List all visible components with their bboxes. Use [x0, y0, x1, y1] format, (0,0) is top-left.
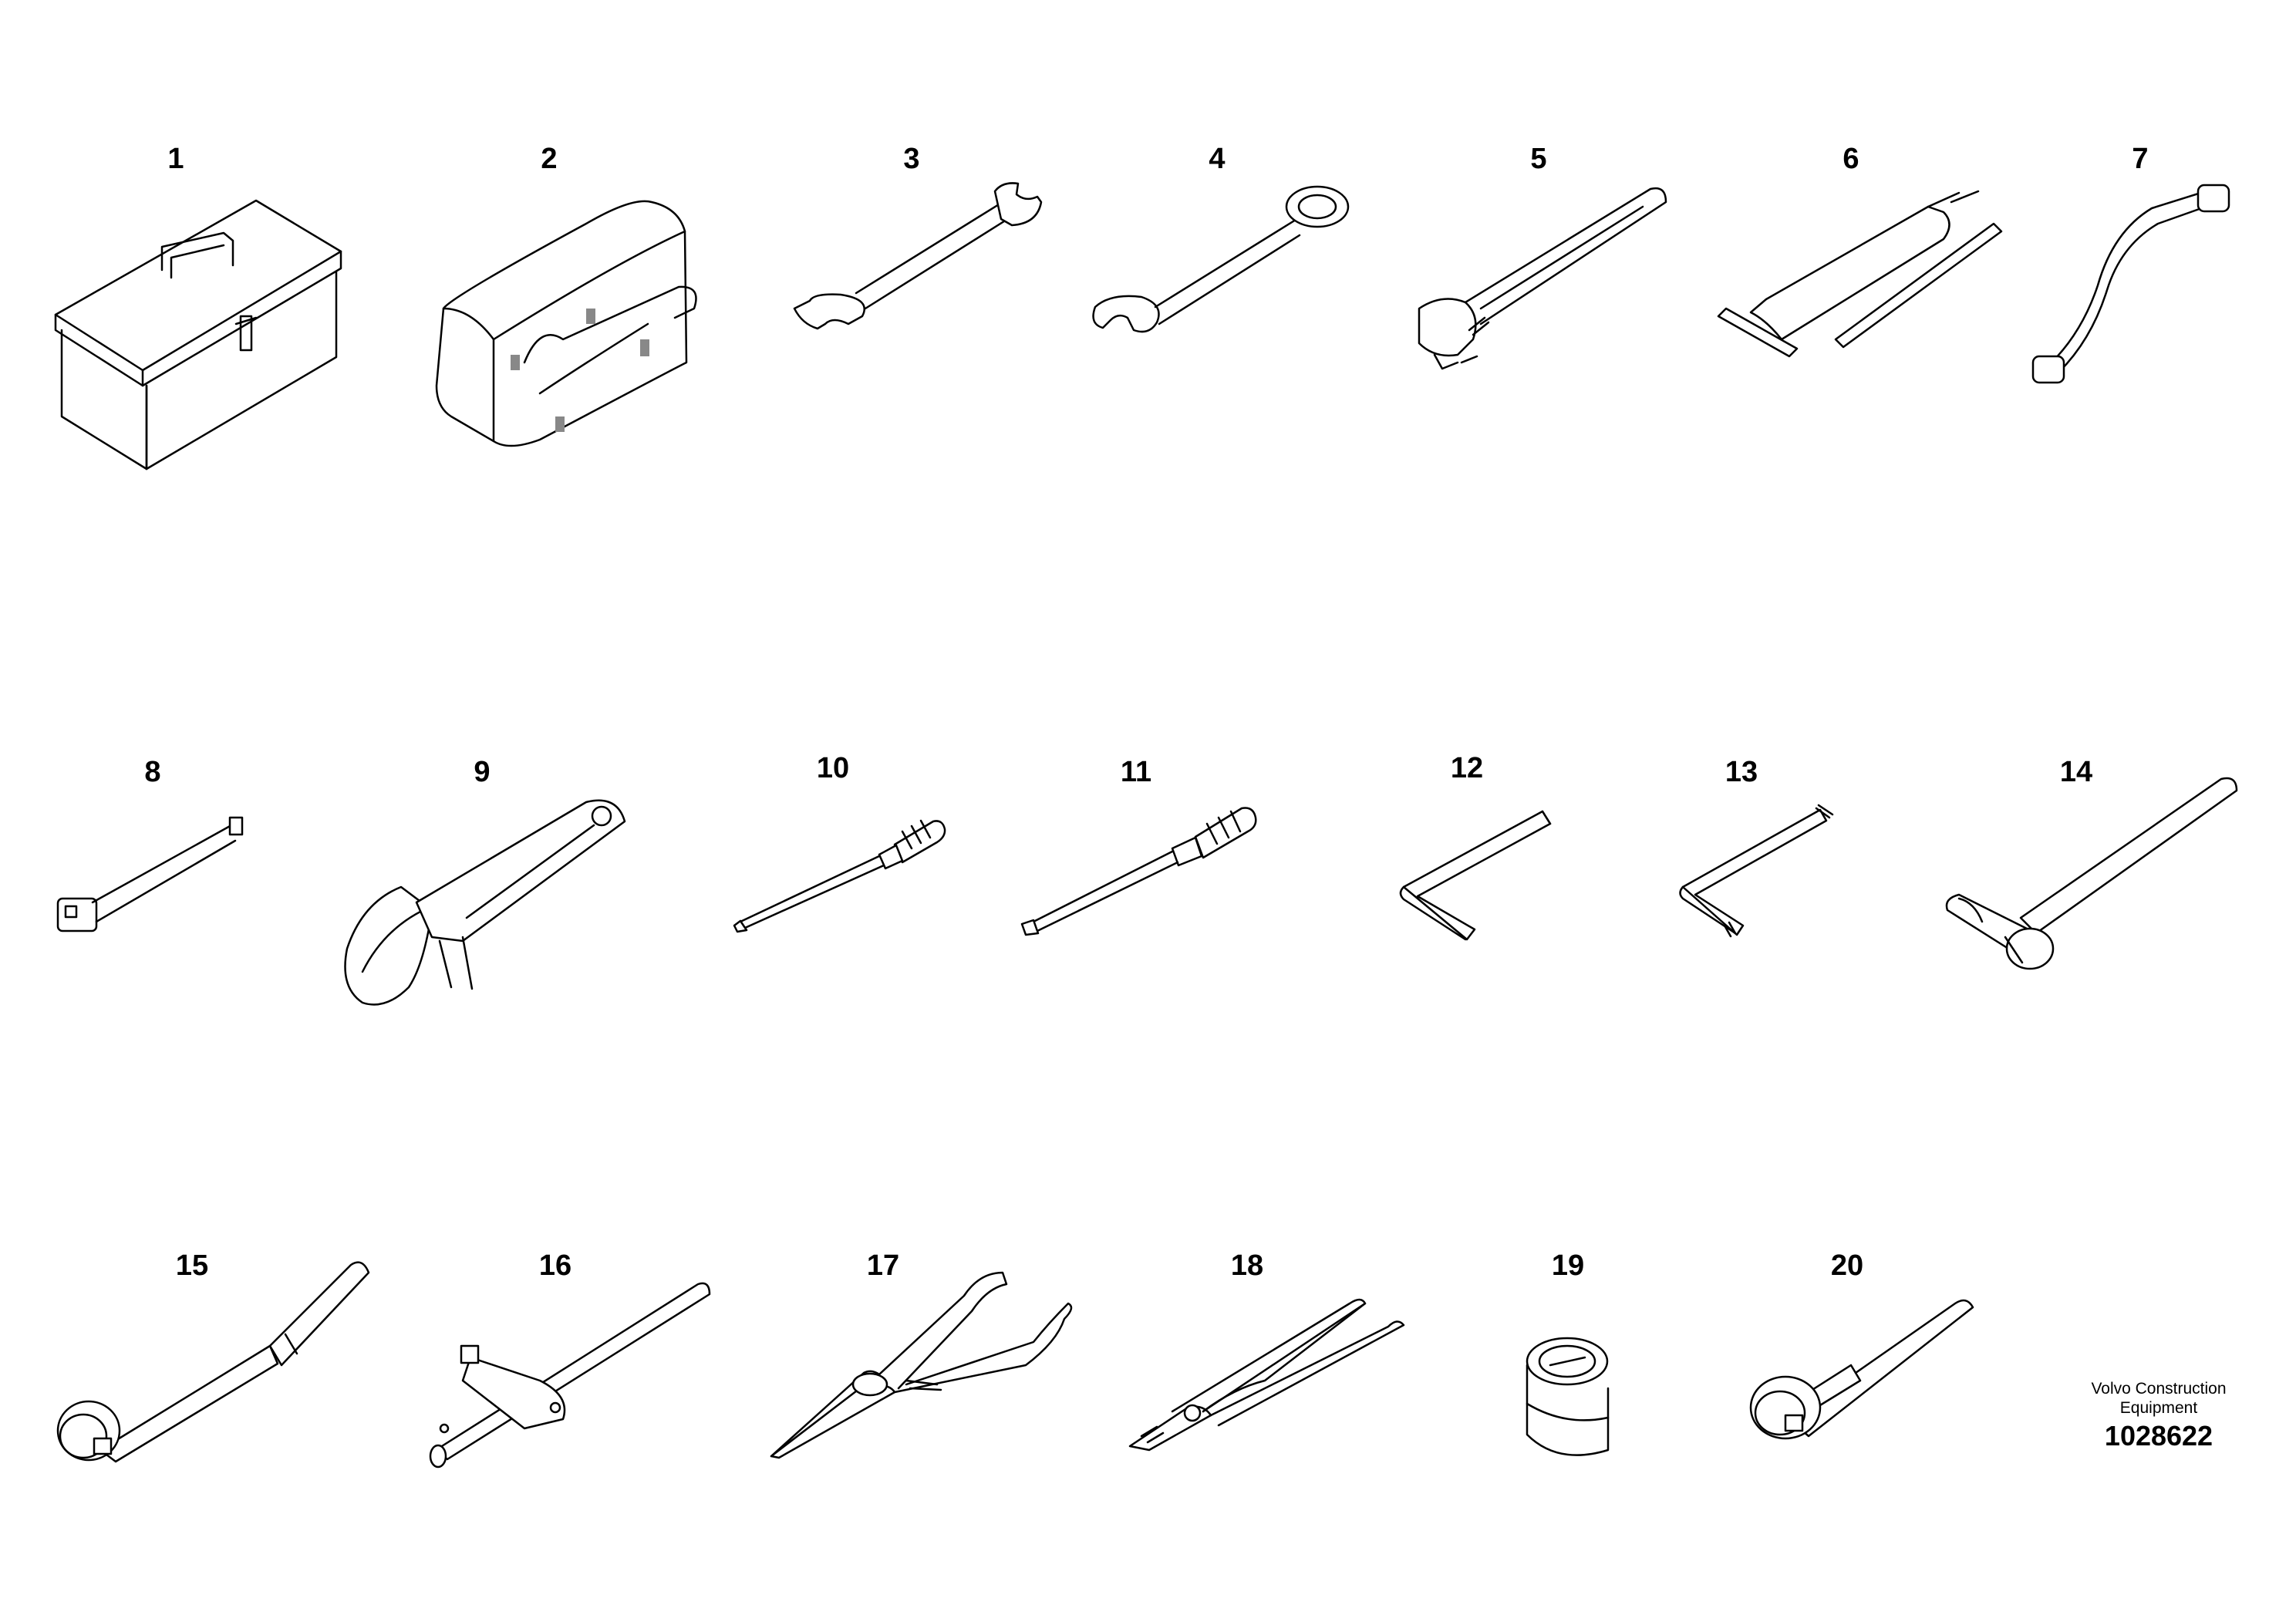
- item-number-10: 10: [816, 752, 850, 784]
- item-number-7: 7: [2132, 143, 2149, 175]
- flat-screwdriver-icon: [1022, 808, 1256, 936]
- socket-icon: [1527, 1338, 1608, 1455]
- ratchet-wrench-icon: [1751, 1300, 1973, 1438]
- item-number-5: 5: [1530, 143, 1547, 175]
- combination-wrench-icon: [1094, 187, 1348, 332]
- item-number-2: 2: [541, 143, 558, 175]
- item-number-18: 18: [1230, 1249, 1264, 1282]
- open-end-wrench-icon: [794, 183, 1041, 329]
- long-nose-pliers-icon: [771, 1273, 1071, 1458]
- item-number-12: 12: [1450, 752, 1484, 784]
- item-number-6: 6: [1843, 143, 1859, 175]
- item-number-13: 13: [1725, 756, 1758, 788]
- item-number-11: 11: [1120, 756, 1152, 788]
- hammer-icon: [1947, 778, 2237, 969]
- item-number-16: 16: [538, 1249, 572, 1282]
- t-handle-icon: [430, 1283, 710, 1467]
- torx-key-icon: [1681, 805, 1833, 936]
- slip-joint-pliers-icon: [1130, 1300, 1404, 1450]
- item-number-4: 4: [1209, 143, 1226, 175]
- adjustable-wrench-icon: [1419, 188, 1666, 369]
- extension-bar-icon: [58, 818, 242, 931]
- item-number-20: 20: [1830, 1249, 1864, 1282]
- phillips-screwdriver-icon: [734, 821, 945, 932]
- brand-name-line-1: Volvo Construction: [2091, 1380, 2227, 1398]
- reference-number: 1028622: [2104, 1420, 2213, 1452]
- item-number-3: 3: [903, 143, 920, 175]
- item-number-8: 8: [144, 756, 161, 788]
- tool-bag-icon: [437, 201, 696, 446]
- brand-block: Volvo Construction Equipment 1028622: [2082, 1379, 2236, 1450]
- item-number-9: 9: [474, 756, 491, 788]
- item-number-17: 17: [866, 1249, 900, 1282]
- filter-wrench-icon: [346, 801, 625, 1005]
- toolbox-icon: [56, 201, 341, 469]
- item-number-19: 19: [1551, 1249, 1585, 1282]
- bent-socket-wrench-icon: [2033, 185, 2229, 383]
- item-number-1: 1: [167, 143, 184, 175]
- item-number-15: 15: [175, 1249, 209, 1282]
- brand-name-line-2: Equipment: [2119, 1399, 2198, 1417]
- item-number-14: 14: [2059, 756, 2093, 788]
- grease-gun-icon: [1718, 191, 2001, 356]
- hex-key-icon: [1401, 811, 1550, 939]
- ratchet-handle-icon: [58, 1263, 369, 1462]
